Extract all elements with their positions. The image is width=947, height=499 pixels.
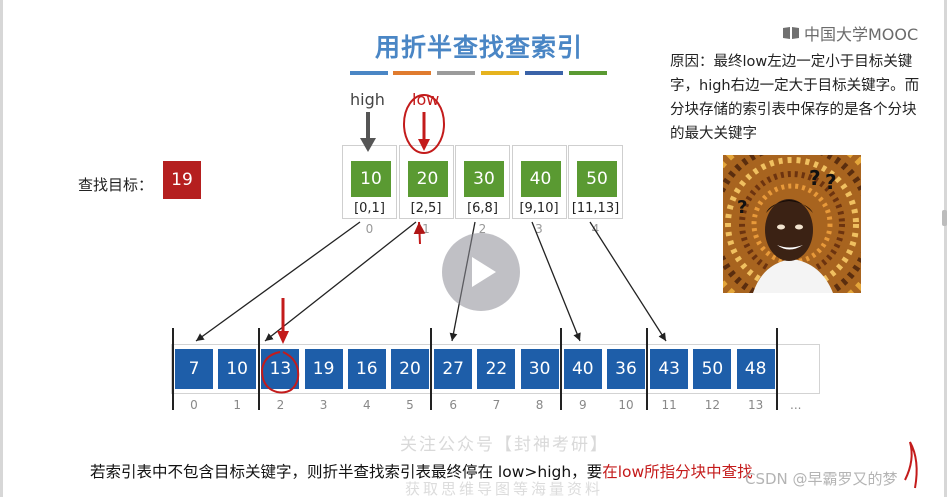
array-index: 9 [578, 398, 587, 412]
index-block-range: [6,8] [467, 201, 498, 216]
index-max-key: 10 [351, 161, 391, 197]
mooc-logo: 中国大学MOOC [782, 21, 918, 45]
array-cell: 22 [477, 349, 516, 389]
block-divider-4 [646, 328, 648, 410]
array-cell: 16 [347, 349, 386, 389]
slide-title: 用折半查找查索引 [375, 33, 584, 62]
title-underline-navy [525, 71, 563, 75]
conclusion-part-1: 若索引表中不包含目标关键字，则折半查找索引表最终停在 low>high，要 [90, 463, 603, 481]
csdn-watermark: CSDN @早霸罗又的梦 [745, 470, 898, 488]
conclusion-part-2: 在low所指分块中查找 [602, 463, 753, 481]
index-block-range: [0,1] [354, 201, 385, 216]
array-index: 6 [449, 398, 457, 412]
array-cell: 48 [736, 349, 775, 389]
confused-meme-image: ? ? ? [723, 155, 861, 293]
arrow-block-1 [264, 221, 417, 342]
target-label: 查找目标： [78, 176, 154, 194]
red-pointer-index-1 [413, 221, 426, 245]
array-ellipsis: ... [790, 398, 802, 412]
index-position: 3 [535, 222, 543, 236]
array-low-annotation [260, 298, 300, 394]
index-max-key: 30 [464, 161, 504, 197]
logo-text: 中国大学MOOC [804, 25, 919, 44]
watermark-line-2: 获取思维导图等海量资料 [405, 480, 604, 498]
reason-note: 原因：最终low左边一定小于目标关键字，high右边一定大于目标关键字。而分块存… [670, 54, 920, 142]
arrow-block-0 [195, 221, 361, 342]
watermark-line-1: 关注公众号【封神考研】 [400, 435, 609, 455]
index-position: 1 [422, 222, 430, 236]
array-cell: 43 [650, 349, 689, 389]
red-scribble [904, 441, 918, 489]
title-underline-green [569, 71, 607, 75]
low-arrow-annotation [403, 94, 445, 154]
index-block-range: [11,13] [571, 201, 620, 216]
array-index: 7 [492, 398, 501, 412]
high-arrow [360, 112, 376, 152]
arrow-block-3 [531, 221, 581, 342]
index-entry: 20 [2,5] [398, 145, 454, 219]
index-entry: 40 [9,10] [511, 145, 567, 219]
index-block-range: [9,10] [519, 201, 559, 216]
array-index: 12 [704, 398, 721, 412]
block-divider-3 [560, 328, 562, 410]
title-underline-blue [350, 71, 388, 75]
array-cell: 19 [304, 349, 343, 389]
index-position: 2 [478, 222, 487, 236]
index-position: 0 [365, 222, 374, 236]
title-underline-gray [437, 71, 475, 75]
array-cell: 40 [563, 349, 602, 389]
array-index: 2 [276, 398, 285, 412]
index-entry: 50 [11,13] [568, 145, 623, 219]
array-cell: 13 [261, 349, 300, 389]
array-frame [171, 344, 820, 394]
arrow-block-4 [589, 221, 667, 342]
array-index: 3 [319, 398, 328, 412]
svg-text:?: ? [737, 197, 747, 218]
video-play-button[interactable] [442, 233, 520, 311]
index-to-block-arrows [195, 221, 667, 342]
svg-text:?: ? [825, 170, 837, 194]
left-border [0, 0, 3, 497]
scroll-handle[interactable] [942, 210, 947, 226]
array-index: 11 [661, 398, 677, 412]
title-underline-orange [393, 71, 431, 75]
array-cell: 10 [218, 349, 257, 389]
svg-text:?: ? [809, 166, 821, 190]
index-max-key: 20 [407, 161, 448, 197]
index-block-range: [2,5] [410, 201, 442, 216]
play-icon [472, 257, 496, 287]
array-cell: 27 [434, 349, 473, 389]
right-border [944, 0, 947, 497]
array-index: 13 [747, 398, 764, 412]
index-position: 4 [591, 222, 600, 236]
array-index: 1 [233, 398, 241, 412]
array-index: 5 [406, 398, 414, 412]
target-value-box: 19 [163, 161, 201, 199]
block-divider-2 [430, 328, 432, 410]
array-cell: 7 [175, 349, 213, 389]
index-max-key: 40 [520, 161, 561, 197]
array-index: 0 [190, 398, 198, 412]
block-divider-1 [258, 328, 260, 410]
array-index: 10 [618, 398, 634, 412]
conclusion-text: 若索引表中不包含目标关键字，则折半查找索引表最终停在 low>high，要在lo… [90, 460, 753, 482]
array-cell: 50 [693, 349, 732, 389]
index-entry: 30 [6,8] [455, 145, 510, 219]
array-cell: 30 [520, 349, 559, 389]
array-index: 8 [535, 398, 544, 412]
book-icon [783, 27, 799, 39]
array-cell: 36 [607, 349, 645, 389]
high-pointer-label: high [350, 90, 385, 109]
index-max-key: 50 [577, 161, 617, 197]
title-underline-yellow [481, 71, 519, 75]
array-cell: 20 [391, 349, 429, 389]
low-pointer-label: low [412, 90, 440, 109]
array-index: 4 [362, 398, 371, 412]
block-divider-5 [776, 328, 778, 410]
block-divider-0 [172, 328, 174, 410]
